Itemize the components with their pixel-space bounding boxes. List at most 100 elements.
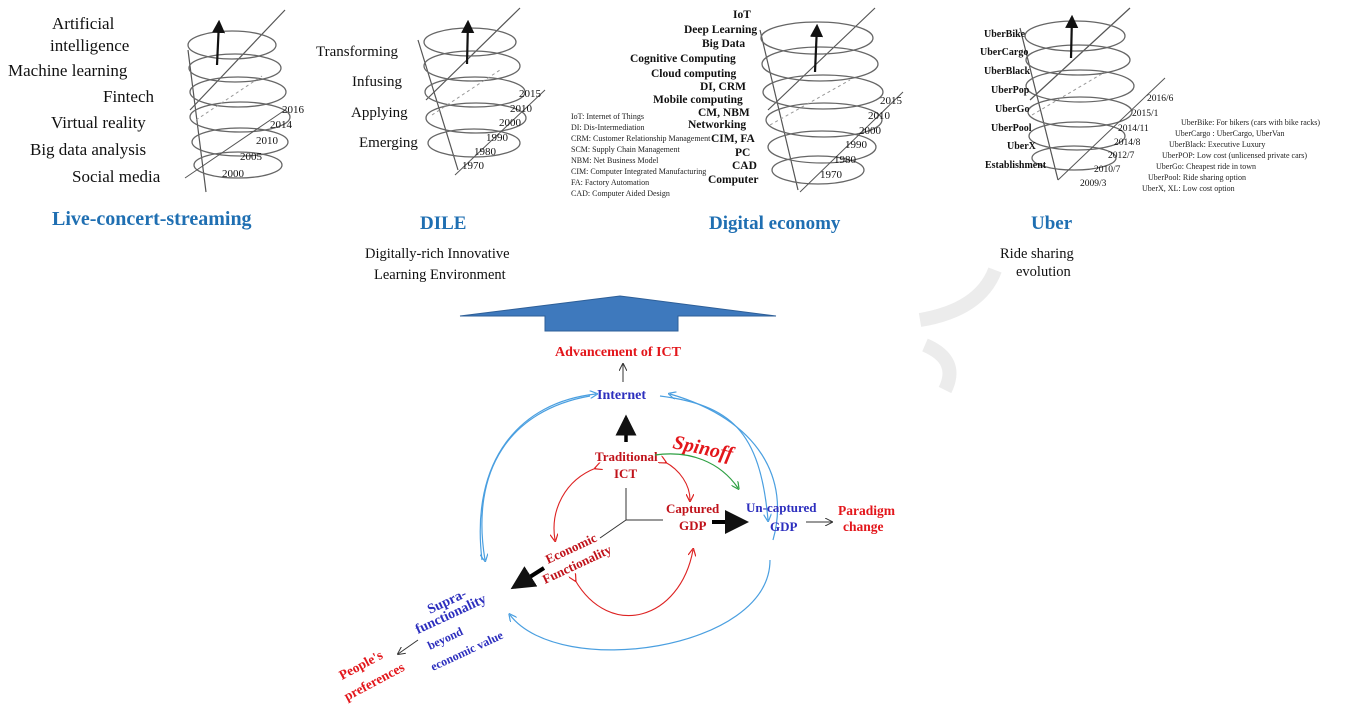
uber-label-go: UberGo: [995, 104, 1029, 115]
uber-subtitle-1: Ride sharing: [1000, 246, 1074, 262]
uber-label-bike: UberBike: [984, 29, 1026, 40]
digital-year-2010: 2010: [868, 110, 891, 122]
uber-legend-pop: UberPOP: Low cost (unlicensed private ca…: [1162, 151, 1307, 160]
digital-year-2000: 2000: [859, 125, 882, 137]
uber-year-2012-7: 2012/7: [1108, 151, 1135, 161]
spiral-uber: [1019, 7, 1166, 181]
live-year-2000: 2000: [222, 168, 245, 180]
label-captured-1: Captured: [666, 501, 720, 516]
cycle-arc-internet-to-left: [482, 395, 591, 560]
live-label-ml: Machine learning: [8, 61, 128, 80]
uber-year-2016-6: 2016/6: [1147, 94, 1174, 104]
dile-label-infusing: Infusing: [352, 74, 402, 90]
uber-legend-go: UberGo: Cheapest ride in town: [1156, 162, 1256, 171]
dile-year-1990: 1990: [486, 132, 509, 144]
live-label-ai-1: Artificial: [52, 14, 115, 33]
uber-title: Uber: [1031, 213, 1073, 234]
uber-label-black: UberBlack: [984, 66, 1031, 77]
digital-label-mobile: Mobile computing: [653, 94, 743, 106]
live-label-social: Social media: [72, 167, 161, 186]
digital-legend-scm: SCM: Supply Chain Management: [571, 145, 680, 154]
digital-legend-di: DI: Dis-Intermediation: [571, 123, 645, 132]
digital-legend-crm: CRM: Customer Relationship Management: [571, 134, 711, 143]
ict-cycle-diagram: Advancement of ICT Internet Traditional …: [336, 345, 895, 704]
live-label-vr: Virtual reality: [51, 113, 146, 132]
uber-legend-cargo: UberCargo : UberCargo, UberVan: [1175, 129, 1284, 138]
digital-legend-cim: CIM: Computer Integrated Manufacturing: [571, 167, 706, 176]
label-uncaptured-1: Un-captured: [746, 500, 817, 515]
arrow-economic-to-supra: [510, 566, 546, 590]
uber-year-2014-11: 2014/11: [1118, 124, 1149, 134]
label-paradigm-2: change: [843, 519, 884, 534]
digital-year-1980: 1980: [834, 154, 857, 166]
red-arrow-economic-captured: [575, 550, 693, 617]
spiral-dile: [417, 7, 546, 176]
live-year-2016: 2016: [282, 104, 305, 116]
red-arrow-trad-captured: [665, 462, 690, 500]
dile-label-applying: Applying: [351, 105, 408, 121]
uber-legend-pool: UberPool: Ride sharing option: [1148, 173, 1246, 182]
digital-legend-fa: FA: Factory Automation: [571, 178, 649, 187]
dile-label-emerging: Emerging: [359, 135, 418, 151]
live-label-ai-2: intelligence: [50, 36, 129, 55]
label-uncaptured-2: GDP: [770, 519, 798, 534]
label-traditional-1: Traditional: [595, 449, 658, 464]
uber-label-pop: UberPop: [991, 85, 1030, 96]
digital-label-iot: IoT: [733, 9, 751, 21]
dile-year-1970: 1970: [462, 160, 485, 172]
digital-label-deep-learning: Deep Learning: [684, 24, 757, 36]
digital-legend-cad: CAD: Computer Aided Design: [571, 189, 670, 198]
digital-label-big-data: Big Data: [702, 38, 745, 50]
live-label-fintech: Fintech: [103, 87, 154, 106]
digital-label-computer: Computer: [708, 174, 758, 186]
label-captured-2: GDP: [679, 518, 707, 533]
digital-title: Digital economy: [709, 213, 841, 234]
digital-label-cim-fa: CIM, FA: [711, 133, 756, 145]
axis-left: [599, 519, 627, 539]
uber-year-2010-7: 2010/7: [1094, 165, 1121, 175]
dile-subtitle-2: Learning Environment: [374, 267, 506, 283]
dile-subtitle-1: Digitally-rich Innovative: [365, 246, 510, 262]
arrow-to-preferences: [398, 639, 419, 654]
dile-title: DILE: [420, 213, 466, 234]
panel-digital-economy: IoT: Internet of Things DI: Dis-Intermed…: [571, 7, 904, 234]
decorative-arcs: [918, 267, 1002, 394]
live-year-2010: 2010: [256, 135, 279, 147]
digital-label-cad: CAD: [732, 160, 757, 172]
digital-legend-nbm: NBM: Net Business Model: [571, 156, 659, 165]
cycle-arc-bottom: [510, 559, 771, 651]
dile-year-2015: 2015: [519, 88, 542, 100]
uber-year-2014-8: 2014/8: [1114, 138, 1141, 148]
digital-label-pc: PC: [735, 147, 750, 159]
uber-legend-bike: UberBike: For bikers (cars with bike rac…: [1181, 118, 1320, 127]
label-paradigm-1: Paradigm: [838, 503, 896, 518]
cycle-arc-left-up: [479, 394, 596, 561]
label-traditional-2: ICT: [614, 466, 637, 481]
cycle-arc-right-up: [670, 394, 779, 541]
dile-label-transforming: Transforming: [316, 44, 398, 60]
uber-legend-x: UberX, XL: Low cost option: [1142, 184, 1235, 193]
digital-year-1990: 1990: [845, 139, 868, 151]
label-advancement-of-ict: Advancement of ICT: [555, 345, 682, 360]
label-internet: Internet: [597, 388, 646, 403]
dile-year-2000: 2000: [499, 117, 522, 129]
uber-year-2015-1: 2015/1: [1132, 109, 1159, 119]
uber-legend-black: UberBlack: Executive Luxury: [1169, 140, 1265, 149]
digital-year-2015: 2015: [880, 95, 903, 107]
uber-label-pool: UberPool: [991, 123, 1032, 134]
big-blue-up-arrow: [459, 295, 777, 332]
digital-label-cloud: Cloud computing: [651, 68, 737, 80]
digital-legend-iot: IoT: Internet of Things: [571, 112, 644, 121]
digital-label-networking: Networking: [688, 119, 746, 131]
dile-year-1980: 1980: [474, 146, 497, 158]
live-year-2005: 2005: [240, 151, 263, 163]
uber-year-2009-3: 2009/3: [1080, 179, 1107, 189]
uber-label-establishment: Establishment: [985, 160, 1047, 171]
uber-legend: UberBike: For bikers (cars with bike rac…: [1142, 118, 1320, 193]
digital-label-di-crm: DI, CRM: [700, 81, 746, 93]
live-title: Live-concert-streaming: [52, 208, 252, 230]
uber-subtitle-2: evolution: [1016, 264, 1072, 280]
dile-year-2010: 2010: [510, 103, 533, 115]
uber-label-x: UberX: [1007, 141, 1037, 152]
